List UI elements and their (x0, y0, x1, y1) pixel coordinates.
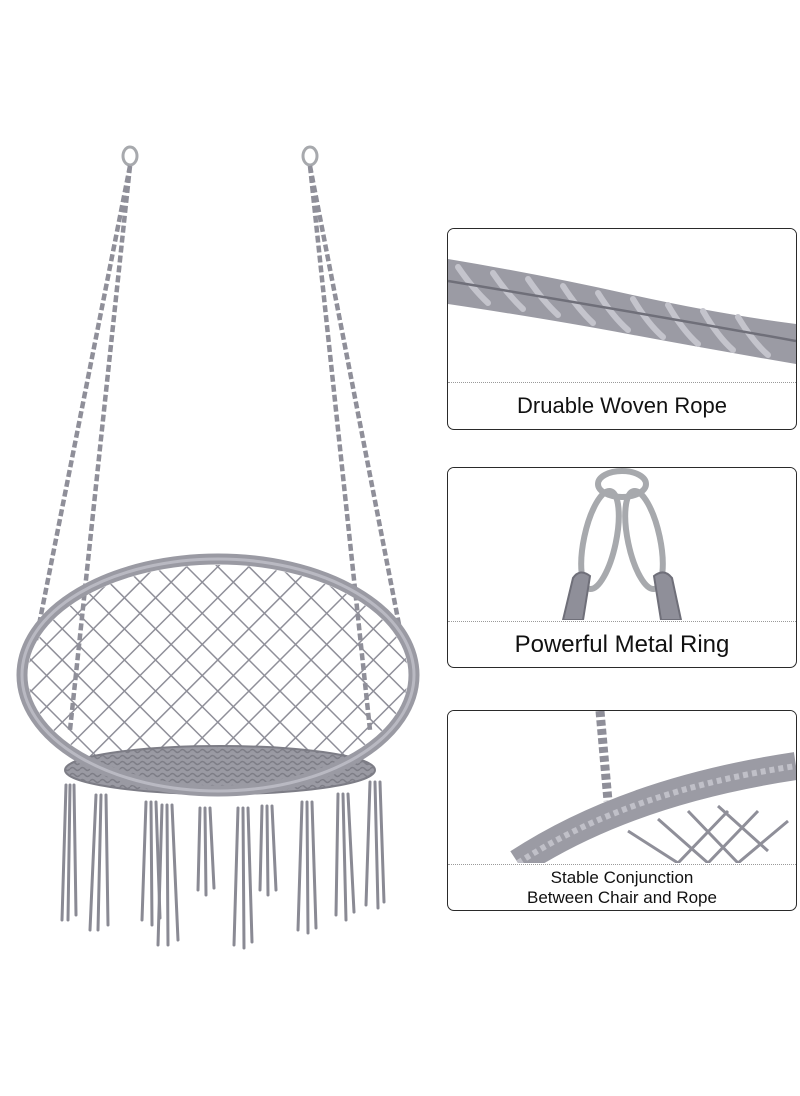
feature-panel-junction: Stable Conjunction Between Chair and Rop… (447, 710, 797, 911)
panel-caption: Druable Woven Rope (517, 393, 727, 418)
hammock-chair-image (16, 145, 420, 950)
metal-ring-icon (448, 468, 796, 620)
feature-panel-rope: Druable Woven Rope (447, 228, 797, 430)
chair-fringe (60, 780, 386, 950)
panel-caption: Stable Conjunction Between Chair and Rop… (448, 865, 796, 910)
woven-rope-icon (448, 229, 796, 381)
panel-caption: Powerful Metal Ring (514, 630, 730, 658)
feature-panel-ring: Powerful Metal Ring (447, 467, 797, 668)
hanging-ring-right (301, 145, 319, 167)
caption-line-1: Stable Conjunction (550, 867, 694, 887)
caption-line-2: Between Chair and Rope (527, 887, 717, 907)
junction-icon (448, 711, 796, 863)
hanging-ring-left (121, 145, 139, 167)
